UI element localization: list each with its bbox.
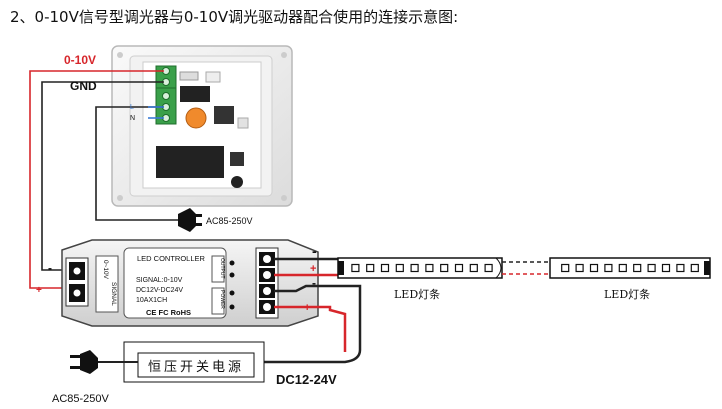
strip2-led-chip (561, 263, 570, 273)
port-output-label: OUTPUT (219, 258, 225, 279)
led-controller (61, 239, 319, 327)
strip2-led-chip (647, 263, 656, 273)
cert-marks: CE FC RoHS (146, 308, 191, 317)
plug-icon (178, 208, 202, 232)
output-plus-label: + (310, 263, 316, 275)
led-strip-1 (337, 257, 503, 279)
strip2-led-chip (676, 263, 685, 273)
strip1-led-chip (484, 263, 493, 273)
strip2-led-chip (690, 263, 699, 273)
live-wire (95, 106, 178, 221)
diagram-title: 2、0-10V信号型调光器与0-10V调光驱动器配合使用的连接示意图: (10, 8, 459, 26)
led-strip-2 (549, 257, 711, 279)
ac-top-label: AC85-250V (206, 216, 253, 226)
dc-out-label: DC12-24V (276, 372, 337, 387)
port-signal-label: SIGNAL (110, 282, 117, 306)
strip1-led-chip (380, 263, 390, 273)
port-0-10v-label: 0~10V (102, 260, 109, 280)
psu-label: 恒压开关电源 (148, 360, 244, 375)
signal-wire (29, 70, 164, 289)
power-supply (123, 341, 265, 383)
psu-plus-wire (274, 305, 347, 352)
strip1-led-chip (425, 263, 434, 273)
strip1-led-chip (440, 263, 449, 273)
strip1-led-chip (366, 263, 375, 273)
strip1-led-chip (351, 263, 360, 273)
strip1-led-chip (410, 263, 419, 273)
signal-label: 0-10V (64, 53, 96, 67)
dimmer-panel (111, 45, 293, 207)
strip2-led-chip (589, 263, 599, 273)
strip2-label: LED灯条 (604, 287, 650, 301)
strip1-led-chip (395, 263, 404, 273)
gnd-wire (41, 81, 164, 271)
controller-name: LED CONTROLLER (137, 254, 206, 263)
psu-minus-label: - (312, 276, 316, 290)
port-power-label: POWER (219, 290, 225, 309)
strip1-led-chip (469, 263, 478, 273)
strip2-led-chip (633, 263, 642, 273)
spec-current: 10AX1CH (136, 297, 167, 304)
strip2-led-chip (575, 263, 584, 273)
strip2-led-chip (618, 263, 627, 273)
spec-signal: SIGNAL:0-10V (136, 277, 183, 284)
spec-voltage: DC12V-DC24V (136, 287, 183, 294)
plug-icon (70, 350, 98, 374)
strip2-led-chip (661, 263, 671, 273)
ac-bottom-label: AC85-250V (52, 393, 110, 405)
terminal-n-label: N (130, 115, 135, 122)
gnd-minus-label: - (48, 261, 52, 275)
strip1-led-chip (454, 263, 464, 273)
gnd-label: GND (70, 79, 97, 93)
output-minus-label: - (312, 243, 317, 259)
strip2-led-chip (604, 263, 613, 273)
signal-plus-label: + (36, 285, 42, 296)
strip1-label: LED灯条 (394, 287, 440, 301)
terminal-l-label: L (130, 104, 134, 111)
psu-minus-wire (262, 284, 362, 364)
psu-plus-label: + (304, 302, 310, 314)
dimmer-knob (185, 107, 207, 129)
